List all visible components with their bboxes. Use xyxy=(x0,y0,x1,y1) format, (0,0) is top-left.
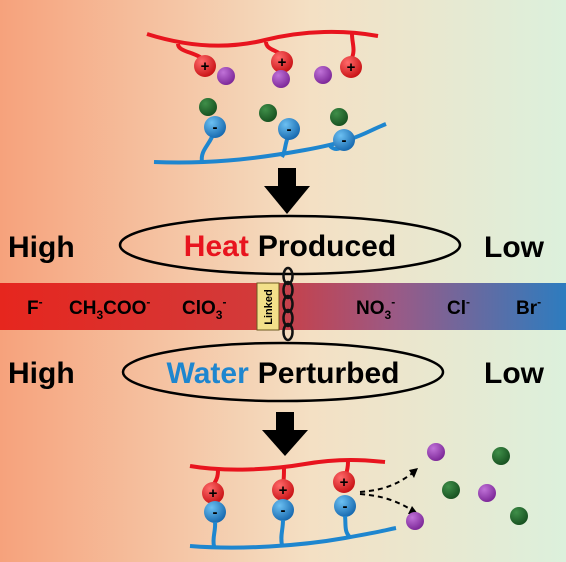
down-arrow-icon xyxy=(264,168,310,214)
released-counter-cation xyxy=(492,447,510,465)
water-low-label: Low xyxy=(484,357,545,390)
minus-sign: - xyxy=(281,502,286,519)
heat-produced-label: Heat Produced xyxy=(184,230,396,263)
minus-sign: - xyxy=(287,121,292,138)
top-negative-charge-3: - xyxy=(333,129,355,151)
top-polycation-chain xyxy=(146,29,379,62)
bottom-positive-charge-3: + xyxy=(333,471,355,493)
produced-word: Produced xyxy=(258,230,396,263)
bottom-positive-charge-1: + xyxy=(202,482,224,504)
heat-ellipse xyxy=(118,214,462,276)
bottom-positive-charge-2: + xyxy=(272,479,294,501)
heat-high-label: High xyxy=(8,231,75,264)
top-negative-charge-1: - xyxy=(204,116,226,138)
plus-sign: + xyxy=(201,58,210,75)
counter-cation xyxy=(330,108,348,126)
down-arrow-icon xyxy=(262,412,308,456)
top-positive-charge-1: + xyxy=(194,55,216,77)
counter-cation xyxy=(259,104,277,122)
top-positive-charge-2: + xyxy=(271,51,293,73)
minus-sign: - xyxy=(342,132,347,149)
released-counter-cation xyxy=(510,507,528,525)
plus-sign: + xyxy=(278,54,287,71)
plus-sign: + xyxy=(209,485,218,502)
dashed-arrow-icon xyxy=(359,468,418,514)
released-counter-anion xyxy=(406,512,424,530)
minus-sign: - xyxy=(213,119,218,136)
counter-anion xyxy=(314,66,332,84)
counter-anion xyxy=(217,67,235,85)
released-counter-cation xyxy=(442,481,460,499)
ion-chlorate: ClO3- xyxy=(182,295,226,322)
ion-acetate: CH3COO- xyxy=(69,295,150,322)
plus-sign: + xyxy=(340,474,349,491)
bottom-negative-charge-1: - xyxy=(204,501,226,523)
ion-bromide: Br- xyxy=(516,295,541,319)
heat-low-label: Low xyxy=(484,231,545,264)
water-high-label: High xyxy=(8,357,75,390)
top-positive-charge-3: + xyxy=(340,56,362,78)
released-counter-anion xyxy=(427,443,445,461)
bottom-negative-charge-2: - xyxy=(272,499,294,521)
bottom-polyanion-chain xyxy=(189,515,397,550)
chain-link-icon xyxy=(282,266,294,342)
counter-anion xyxy=(272,70,290,88)
minus-sign: - xyxy=(343,498,348,515)
water-ellipse xyxy=(121,341,445,403)
water-word: Water xyxy=(167,357,250,390)
counter-cation xyxy=(199,98,217,116)
bottom-negative-charge-3: - xyxy=(334,495,356,517)
heat-word: Heat xyxy=(184,230,249,263)
linked-label: Linked xyxy=(263,289,275,324)
ion-chloride: Cl- xyxy=(447,295,470,319)
perturbed-word: Perturbed xyxy=(258,357,400,390)
minus-sign: - xyxy=(213,504,218,521)
released-counter-anion xyxy=(478,484,496,502)
linked-box xyxy=(256,282,280,331)
ion-nitrate: NO3- xyxy=(356,295,395,322)
ion-fluoride: F- xyxy=(27,295,43,319)
plus-sign: + xyxy=(279,482,288,499)
top-negative-charge-2: - xyxy=(278,118,300,140)
plus-sign: + xyxy=(347,59,356,76)
